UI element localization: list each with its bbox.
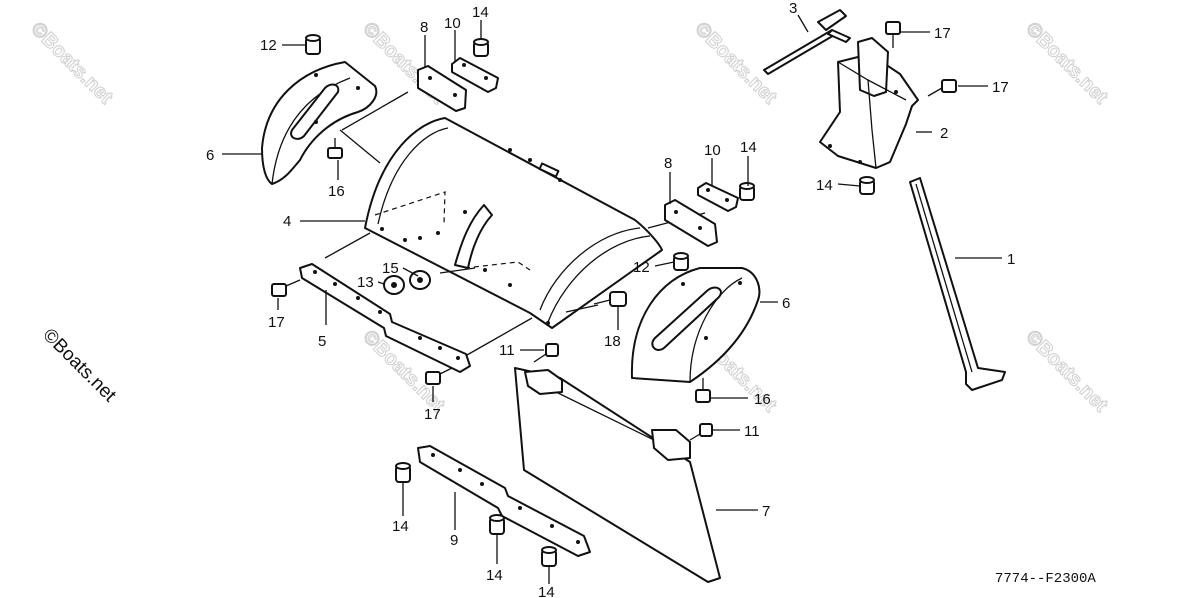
nut-12-left [305,34,321,55]
diagram-code: 7774--F2300A [995,571,1096,587]
nut-14 [541,546,557,567]
callout-6-right: 6 [782,295,790,312]
part-6-left-cover [261,61,378,185]
nut-14 [395,462,411,483]
nut-14 [859,176,875,195]
watermark: ©Boats.net [1021,18,1112,109]
bolt-17 [425,367,453,385]
callout-10-right: 10 [704,142,721,159]
callout-14: 14 [392,518,409,535]
part-10-right-strip [697,182,739,212]
part-10-left-strip [451,57,499,93]
bolt-17 [927,79,957,97]
callout-12-left: 12 [260,37,277,54]
part-5-hinge-bar [299,263,471,373]
callout-5: 5 [318,333,326,350]
assembly-lines [324,91,706,356]
callout-14: 14 [472,4,489,21]
callout-17: 17 [424,406,441,423]
callout-8-right: 8 [664,155,672,172]
callout-15: 15 [382,260,399,277]
callout-11-upper: 11 [499,342,515,359]
callouts: 1 2 3 4 5 6 6 7 8 8 9 10 10 11 11 12 12 … [206,0,1015,598]
bolt-11 [533,343,559,363]
washer-15 [409,270,431,290]
part-2-bracket [819,37,919,169]
callout-2: 2 [940,125,948,142]
bolt-17 [271,279,301,297]
part-7-rear-flap [514,367,721,583]
bolt-16-left [327,138,343,159]
callout-10-left: 10 [444,15,461,32]
nut-14 [489,514,505,535]
callout-7: 7 [762,503,770,520]
callout-8-left: 8 [420,19,428,36]
bolt-16-right [695,378,711,403]
callout-6-left: 6 [206,147,214,164]
callout-16-left: 16 [328,183,345,200]
callout-14: 14 [486,567,503,584]
bolt-17 [885,21,901,48]
callout-16-right: 16 [754,391,771,408]
callout-14: 14 [816,177,833,194]
collar-13 [383,275,405,295]
callout-1: 1 [1007,251,1015,268]
part-1-stand-leg [909,177,1006,391]
callout-17: 17 [992,79,1009,96]
leader-lines [222,14,1002,584]
callout-4: 4 [283,213,291,230]
callout-13: 13 [357,274,374,291]
nut-14 [739,182,755,201]
watermark: ©Boats.net [690,18,781,109]
part-3-pin [763,9,851,75]
nut-12-right [673,252,689,271]
part-6-right-cover [630,267,761,383]
callout-9: 9 [450,532,458,549]
callout-17: 17 [934,25,951,42]
callout-17: 17 [268,314,285,331]
watermark: ©Boats.net [1021,326,1112,417]
callout-14: 14 [538,584,555,598]
part-4-tine-shield [364,117,663,329]
callout-11-lower: 11 [744,423,760,440]
bolt-11 [689,423,713,441]
part-9-lower-hinge-bar [417,445,591,557]
callout-14: 14 [740,139,757,156]
nut-14 [473,38,489,57]
part-8-right-plate [664,199,718,247]
callout-18: 18 [604,333,621,350]
callout-12-right: 12 [633,259,650,276]
side-watermark: ©Boats.net [38,325,120,407]
part-8-left-plate [417,65,467,112]
watermark: ©Boats.net [26,18,117,109]
callout-3: 3 [789,0,797,17]
fasteners [271,21,957,567]
